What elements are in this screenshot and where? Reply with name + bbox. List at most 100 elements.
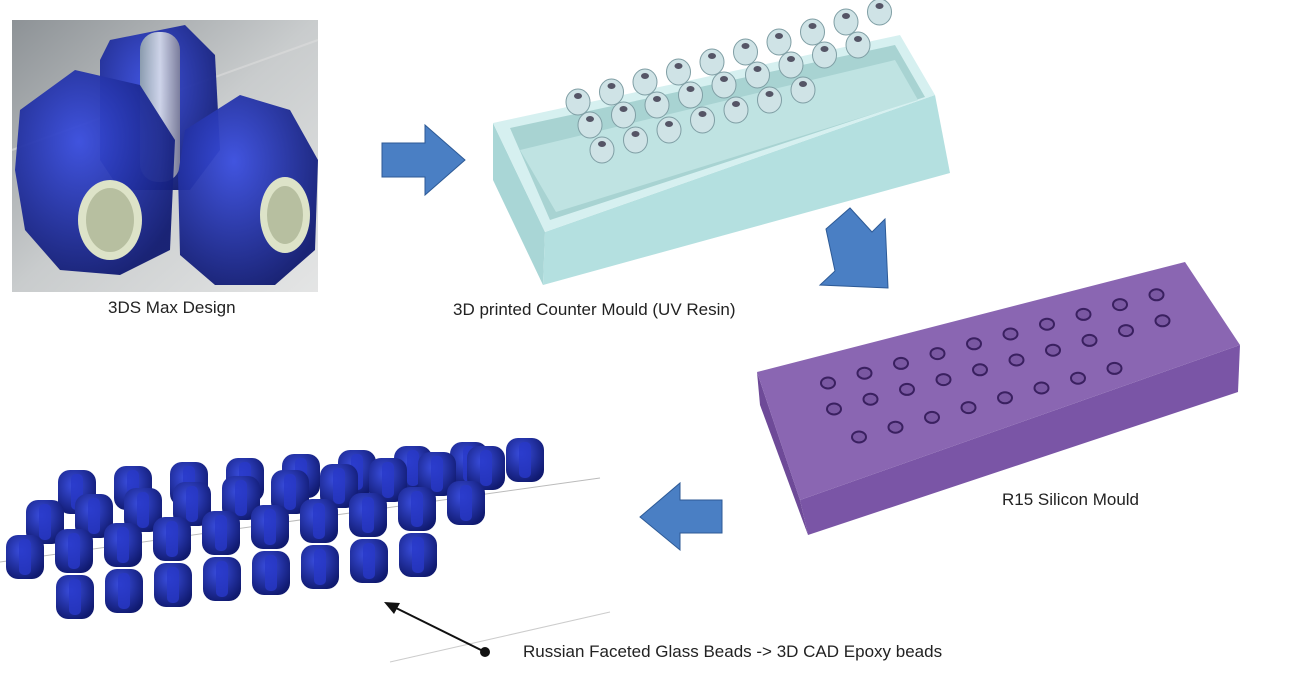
- tray-bead: [623, 126, 648, 154]
- tray-bead-hole: [607, 83, 616, 89]
- epoxy-bead-facet: [137, 492, 149, 528]
- tray-bead-hole: [653, 96, 661, 102]
- mould-hole: [935, 373, 952, 387]
- epoxy-bead-facet: [216, 561, 228, 597]
- epoxy-bead-facet: [264, 509, 276, 545]
- epoxy-bead-facet: [68, 533, 80, 569]
- tray-bead-hole: [808, 23, 817, 29]
- tray-bead-hole: [708, 53, 716, 59]
- epoxy-bead-facet: [411, 491, 423, 527]
- tray-bead-hole: [698, 111, 707, 117]
- mould-hole: [966, 337, 982, 351]
- epoxy-bead-facet: [382, 462, 394, 498]
- tray-bead: [800, 18, 825, 46]
- tray-bead-hole: [619, 106, 628, 112]
- epoxy-bead-facet: [39, 504, 51, 540]
- tray-bead: [723, 96, 749, 124]
- tray-bead-hole: [787, 56, 795, 62]
- epoxy-beads-render: [0, 438, 611, 663]
- mould-hole: [862, 392, 879, 406]
- epoxy-bead-facet: [363, 543, 375, 579]
- mould-hole: [972, 363, 988, 377]
- epoxy-bead-facet: [118, 573, 130, 609]
- counter-mould-beads: [565, 0, 892, 164]
- epoxy-bead-facet: [333, 468, 345, 504]
- tray-bead: [711, 71, 737, 99]
- epoxy-bead-facet: [407, 450, 419, 486]
- tray-bead: [778, 51, 804, 79]
- tray-bead: [745, 61, 770, 89]
- mould-hole: [1002, 327, 1019, 341]
- epoxy-bead-facet: [166, 521, 178, 557]
- arrow-down-right-icon: [818, 207, 889, 289]
- epoxy-bead-facet: [215, 515, 227, 551]
- epoxy-bead-facet: [88, 498, 100, 534]
- epoxy-bead-facet: [480, 450, 492, 486]
- mould-hole: [1075, 307, 1092, 321]
- tray-bead: [757, 86, 782, 114]
- tray-bead-hole: [741, 43, 750, 49]
- mould-hole: [929, 347, 946, 361]
- tray-bead-hole: [674, 63, 683, 69]
- tray-bead: [599, 78, 624, 106]
- tray-bead-hole: [753, 66, 762, 72]
- epoxy-bead-facet: [362, 497, 374, 533]
- mould-hole: [893, 356, 909, 370]
- tray-bead: [611, 101, 636, 129]
- epoxy-bead-facet: [186, 486, 198, 522]
- mould-hole: [826, 402, 842, 416]
- mould-hole: [1008, 353, 1025, 367]
- tray-bead-hole: [732, 101, 740, 107]
- tray-bead: [833, 8, 859, 36]
- bead-model-right: [178, 95, 318, 285]
- tray-bead: [666, 58, 691, 86]
- mould-hole: [1070, 371, 1086, 385]
- silicon-mould-holes: [820, 288, 1171, 444]
- mould-hole: [1112, 298, 1128, 312]
- tray-bead: [589, 136, 615, 164]
- mould-hole: [1148, 288, 1165, 302]
- counter-mould-tray: [493, 0, 950, 285]
- epoxy-bead-facet: [460, 485, 472, 521]
- epoxy-bead-facet: [284, 474, 296, 510]
- mould-hole: [997, 391, 1013, 405]
- tray-bead: [644, 91, 670, 119]
- tray-bead-hole: [875, 3, 884, 9]
- mould-hole: [856, 366, 873, 380]
- epoxy-bead-facet: [117, 527, 129, 563]
- tray-bead-hole: [686, 86, 695, 92]
- mould-hole: [1081, 333, 1098, 347]
- tray-bead: [656, 116, 682, 144]
- epoxy-bead-facet: [69, 579, 81, 615]
- tray-bead-hole: [820, 46, 829, 52]
- mould-hole: [1106, 361, 1123, 375]
- design-render-image: [11, 20, 319, 292]
- tray-bead: [699, 48, 725, 76]
- mould-hole: [1118, 324, 1134, 338]
- result-label: Russian Faceted Glass Beads -> 3D CAD Ep…: [523, 642, 943, 661]
- counter-mould-label: 3D printed Counter Mould (UV Resin): [453, 300, 736, 319]
- tray-bead-hole: [854, 36, 862, 42]
- mould-hole: [1045, 343, 1061, 357]
- epoxy-bead-facet: [412, 537, 424, 573]
- tray-bead-hole: [598, 141, 606, 147]
- tray-bead: [812, 41, 837, 69]
- arrow-right-icon: [381, 123, 466, 197]
- epoxy-bead-facet: [19, 539, 31, 575]
- epoxy-bead-facet: [265, 555, 277, 591]
- tray-bead: [867, 0, 892, 26]
- tray-bead-hole: [665, 121, 673, 127]
- silicon-mould: [757, 262, 1240, 535]
- tray-bead: [577, 111, 603, 139]
- tray-bead: [733, 38, 758, 66]
- mould-hole: [1154, 314, 1171, 328]
- mould-hole: [851, 430, 867, 444]
- tray-bead: [565, 88, 591, 116]
- bead-model-left: [15, 70, 175, 275]
- tray-bead-hole: [765, 91, 774, 97]
- tray-bead: [766, 28, 792, 56]
- tray-bead: [790, 76, 816, 104]
- mould-hole: [1039, 317, 1055, 331]
- tray-bead-hole: [799, 81, 807, 87]
